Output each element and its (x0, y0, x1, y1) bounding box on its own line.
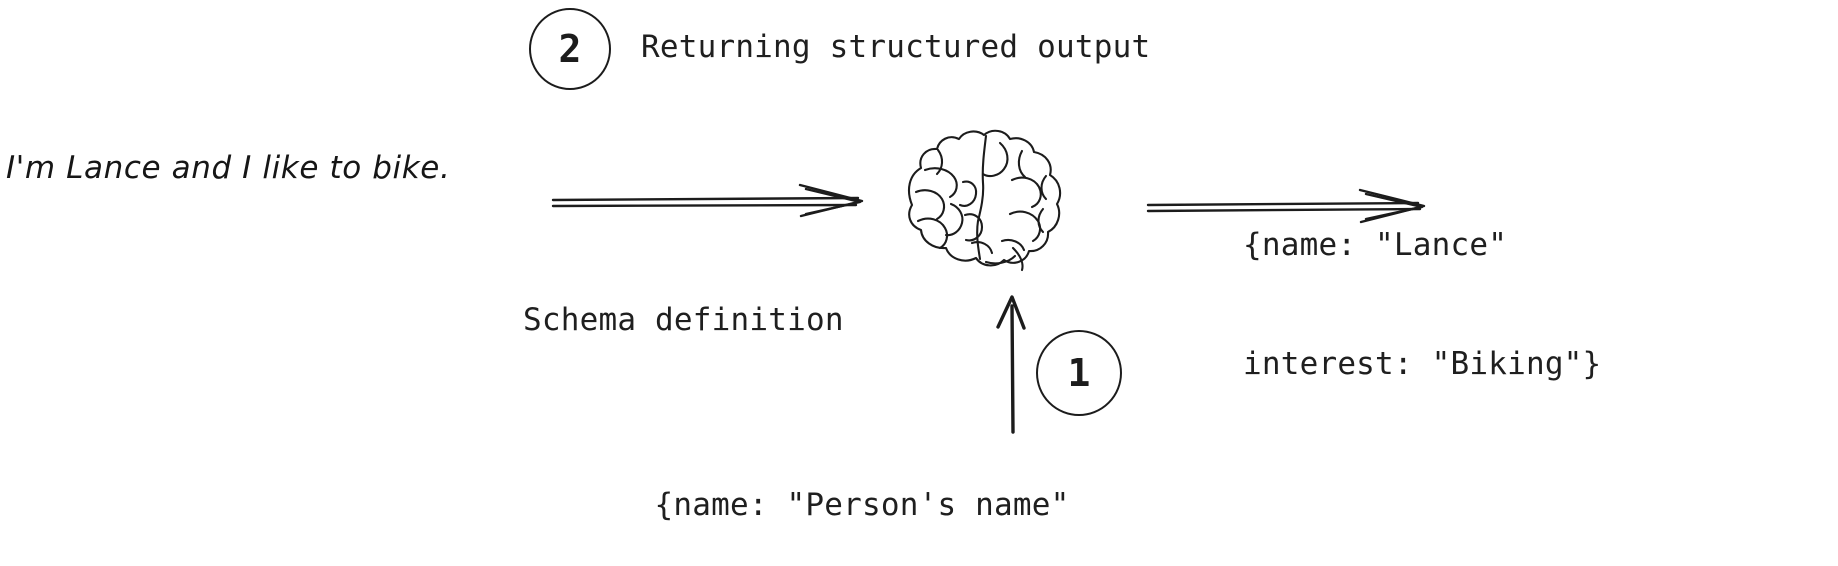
output-line-1: {name: "Lance" (1243, 227, 1508, 264)
schema-definition-block: {name: "Person's name" interest: "Person… (602, 407, 1122, 566)
structured-output-block: {name: "Lance" interest: "Biking"} (1243, 147, 1833, 464)
output-line-2: interest: "Biking"} (1243, 346, 1602, 383)
input-utterance-text: I'm Lance and I like to bike. (6, 150, 451, 186)
step-1-label: Schema definition (523, 302, 844, 338)
input-to-model-arrow (551, 183, 864, 218)
brain-icon (907, 129, 1062, 272)
schema-to-model-arrow (996, 295, 1026, 434)
schema-line-1: {name: "Person's name" (654, 487, 1070, 524)
step-marker-1-number: 1 (1067, 351, 1091, 395)
step-marker-2: 2 (529, 8, 611, 90)
step-2-label: Returning structured output (641, 29, 1151, 65)
step-marker-2-number: 2 (558, 27, 582, 71)
step-marker-1: 1 (1036, 330, 1122, 416)
model-to-output-arrow (1146, 188, 1426, 224)
